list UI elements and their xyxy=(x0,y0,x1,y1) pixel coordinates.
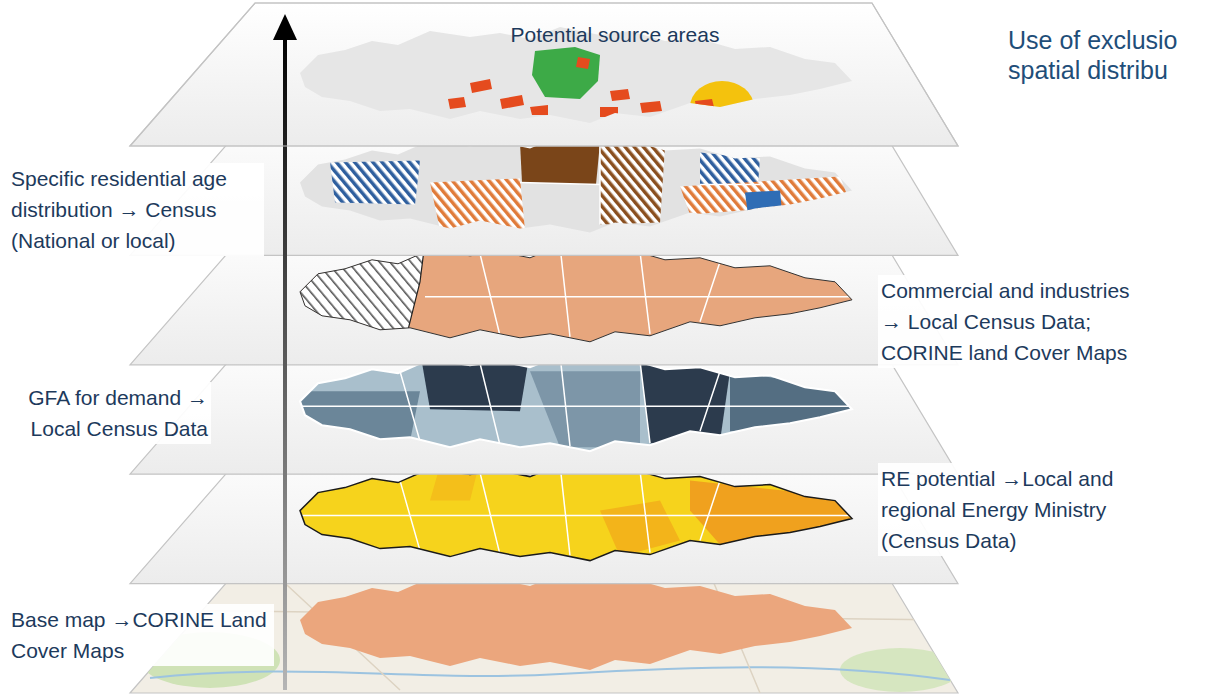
data-source-label: RE potential →Local and regional Energy … xyxy=(878,463,1129,556)
city-outline xyxy=(300,465,852,561)
arrow-head xyxy=(273,14,297,40)
data-source-label: GFA for demand → Local Census Data xyxy=(0,382,211,444)
data-source-label: Specific residential age distribution → … xyxy=(8,163,264,256)
source-areas-layer xyxy=(130,3,958,146)
district-fills xyxy=(290,242,860,342)
city-outline xyxy=(300,246,852,342)
stack-arrow xyxy=(283,38,287,690)
label-holder: Specific residential age distribution → … xyxy=(8,163,264,256)
title-holder: Use of exclusio spatial distribu xyxy=(1008,25,1208,85)
layer-sheet xyxy=(130,3,958,146)
label-holder: Commercial and industries → Local Census… xyxy=(878,275,1146,368)
map-layer: Potential source areas xyxy=(130,3,958,146)
data-source-label: Commercial and industries → Local Census… xyxy=(878,275,1146,368)
city-area xyxy=(300,574,852,670)
layer-heading: Potential source areas xyxy=(511,19,720,50)
label-holder: GFA for demand → Local Census Data xyxy=(0,382,211,444)
city-outline xyxy=(300,355,852,451)
district-fills xyxy=(300,461,860,557)
slide-title: Use of exclusio spatial distribu xyxy=(1008,25,1208,85)
label-holder: Base map →CORINE Land Cover Maps xyxy=(8,604,274,666)
source-patches xyxy=(448,47,754,117)
layer-border xyxy=(130,3,958,146)
district-fills xyxy=(300,351,860,447)
district-fills xyxy=(330,142,850,230)
city-area xyxy=(300,136,852,232)
data-source-label: Base map →CORINE Land Cover Maps xyxy=(8,604,274,666)
label-holder: RE potential →Local and regional Energy … xyxy=(878,463,1129,556)
